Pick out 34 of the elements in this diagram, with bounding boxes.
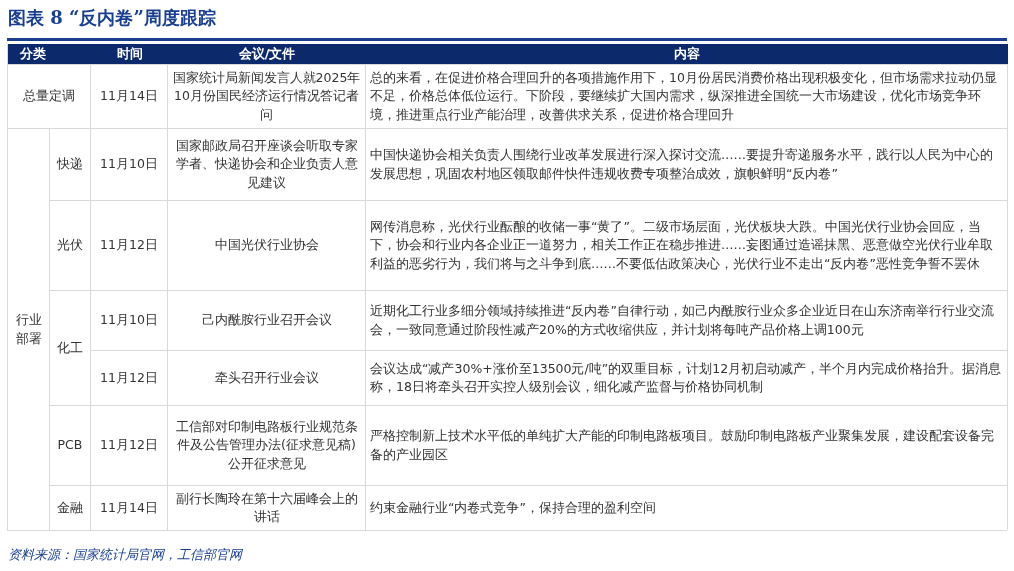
table-cell: 中国光伏行业协会 bbox=[168, 200, 366, 290]
table-cell: 严格控制新上技术水平低的单纯扩大产能的印制电路板项目。鼓励印制电路板产业聚集发展，建设配套设备完备的产业园区 bbox=[366, 405, 1008, 485]
table-cell: 中国快递协会相关负责人围绕行业改革发展进行深入探讨交流……要提升寄递服务水平，践行以人民为中心的发展思想，巩固农村地区领取邮件快件违规收费专项整治成效，旗帜鲜明“反内卷” bbox=[366, 128, 1008, 200]
table-cell: 国家统计局新闻发言人就2025年10月份国民经济运行情况答记者问 bbox=[168, 64, 366, 128]
table-cell: 11月12日 bbox=[91, 405, 168, 485]
source-note: 资料来源：国家统计局官网，工信部官网 bbox=[8, 546, 242, 564]
table-cell: 总的来看，在促进价格合理回升的各项措施作用下，10月份居民消费价格出现积极变化，但市场需求拉动仍显不足，价格总体低位运行。下阶段，要继续扩大国内需求，纵深推进全国统一大市场建设，优化市场竞争环境，推进重点行业产能治理，改善供求关系，促进价格合理回升 bbox=[366, 64, 1008, 128]
table-cell: 11月10日 bbox=[91, 290, 168, 350]
chart-title: 图表 8 “反内卷”周度跟踪 bbox=[8, 6, 216, 30]
table-cell: 国家邮政局召开座谈会听取专家学者、快递协会和企业负责人意见建议 bbox=[168, 128, 366, 200]
table-cell: 快递 bbox=[50, 128, 91, 200]
column-header: 时间 bbox=[91, 44, 168, 64]
table-cell: 己内酰胺行业召开会议 bbox=[168, 290, 366, 350]
table-cell: 11月14日 bbox=[91, 64, 168, 128]
table-cell: 11月12日 bbox=[91, 350, 168, 405]
column-header: 会议/文件 bbox=[168, 44, 366, 64]
table-cell: 行业部署 bbox=[8, 128, 50, 530]
table-cell: PCB bbox=[50, 405, 91, 485]
table-cell: 约束金融行业“内卷式竞争”，保持合理的盈利空间 bbox=[366, 485, 1008, 530]
table-cell: 光伏 bbox=[50, 200, 91, 290]
table-cell: 11月14日 bbox=[91, 485, 168, 530]
table-cell: 牵头召开行业会议 bbox=[168, 350, 366, 405]
column-header: 内容 bbox=[366, 44, 1008, 64]
table-cell: 近期化工行业多细分领域持续推进“反内卷”自律行动，如己内酰胺行业众多企业近日在山东济南举行行业交流会，一致同意通过阶段性减产20%的方式收缩供应，并计划将每吨产品价格上调100元 bbox=[366, 290, 1008, 350]
table-cell: 11月12日 bbox=[91, 200, 168, 290]
table-cell: 化工 bbox=[50, 290, 91, 405]
table-cell: 工信部对印制电路板行业规范条件及公告管理办法(征求意见稿)公开征求意见 bbox=[168, 405, 366, 485]
column-header: 分类 bbox=[8, 44, 91, 64]
table-cell: 会议达成“减产30%+涨价至13500元/吨”的双重目标，计划12月初启动减产，半个月内完成价格抬升。据消息称，18日将牵头召开实控人级别会议，细化减产监督与价格协同机制 bbox=[366, 350, 1008, 405]
table-cell: 副行长陶玲在第十六届峰会上的讲话 bbox=[168, 485, 366, 530]
table-cell: 11月10日 bbox=[91, 128, 168, 200]
table-cell: 金融 bbox=[50, 485, 91, 530]
table-cell: 网传消息称，光伏行业酝酿的收储一事“黄了”。二级市场层面，光伏板块大跌。中国光伏行业协会回应，当下，协会和行业内各企业正一道努力，相关工作正在稳步推进……妄图通过造谣抹黑、恶意做空光伏行业牟取利益的恶劣行为，我们将与之斗争到底……不要低估政策决心，光伏行业不走出“反内卷”恶性竞争誓不罢休 bbox=[366, 200, 1008, 290]
table-cell: 总量定调 bbox=[8, 64, 91, 128]
